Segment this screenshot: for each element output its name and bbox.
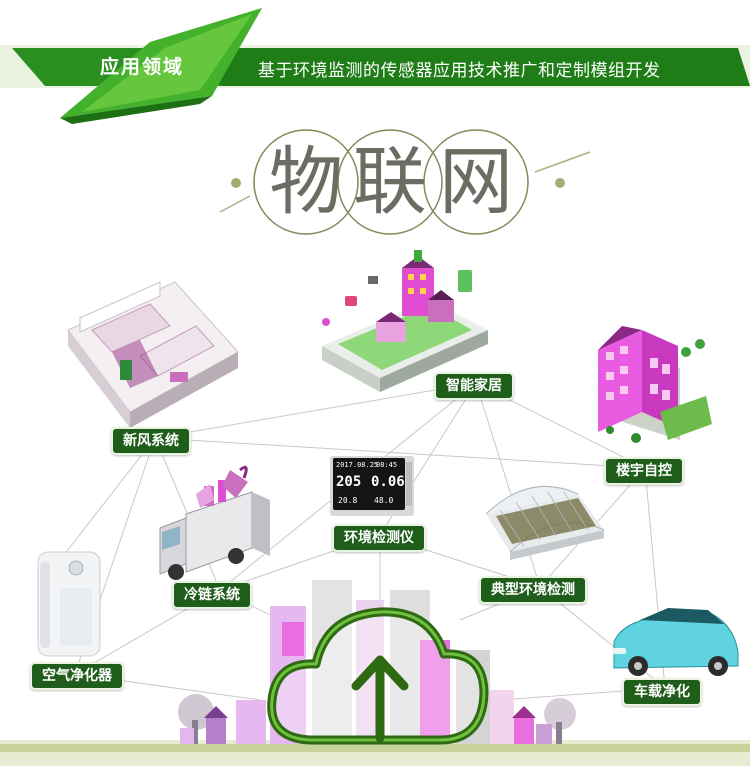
readout-temp: 20.8 (338, 496, 358, 505)
purifier-illustration (37, 551, 101, 657)
label-typical[interactable]: 典型环境检测 (479, 576, 587, 604)
label-smart-home[interactable]: 智能家居 (434, 372, 514, 400)
label-purifier[interactable]: 空气净化器 (30, 662, 124, 690)
readout-value2: 0.06 (371, 474, 405, 490)
greenhouse-illustration (485, 485, 605, 560)
label-car[interactable]: 车载净化 (622, 678, 702, 706)
title-char-2: 联 (353, 139, 427, 225)
building-illustration (598, 326, 712, 443)
label-building[interactable]: 楼宇自控 (604, 457, 684, 485)
floorplan-illustration (67, 281, 239, 428)
readout-time: 08:45 (376, 461, 398, 469)
readout-humidity: 48.0 (374, 496, 394, 505)
readout-value1: 205 (336, 474, 362, 490)
car-illustration (612, 608, 739, 676)
truck-illustration (159, 465, 270, 580)
smart-home-illustration (322, 250, 488, 392)
label-fresh-air[interactable]: 新风系统 (111, 427, 191, 455)
section-tag: 应用领域 (100, 56, 185, 78)
title-char-3: 网 (439, 139, 513, 225)
label-cold-chain[interactable]: 冷链系统 (172, 581, 252, 609)
banner-subtitle: 基于环境监测的传感器应用技术推广和定制模组开发 (258, 61, 661, 81)
title-char-1: 物 (269, 139, 343, 225)
header-tag (60, 8, 262, 124)
city-skyline (0, 580, 750, 766)
readout-date: 2017.08.25 (336, 461, 379, 469)
monitor-device (330, 456, 414, 516)
label-monitor[interactable]: 环境检测仪 (332, 524, 426, 552)
title-decoration (219, 129, 591, 235)
